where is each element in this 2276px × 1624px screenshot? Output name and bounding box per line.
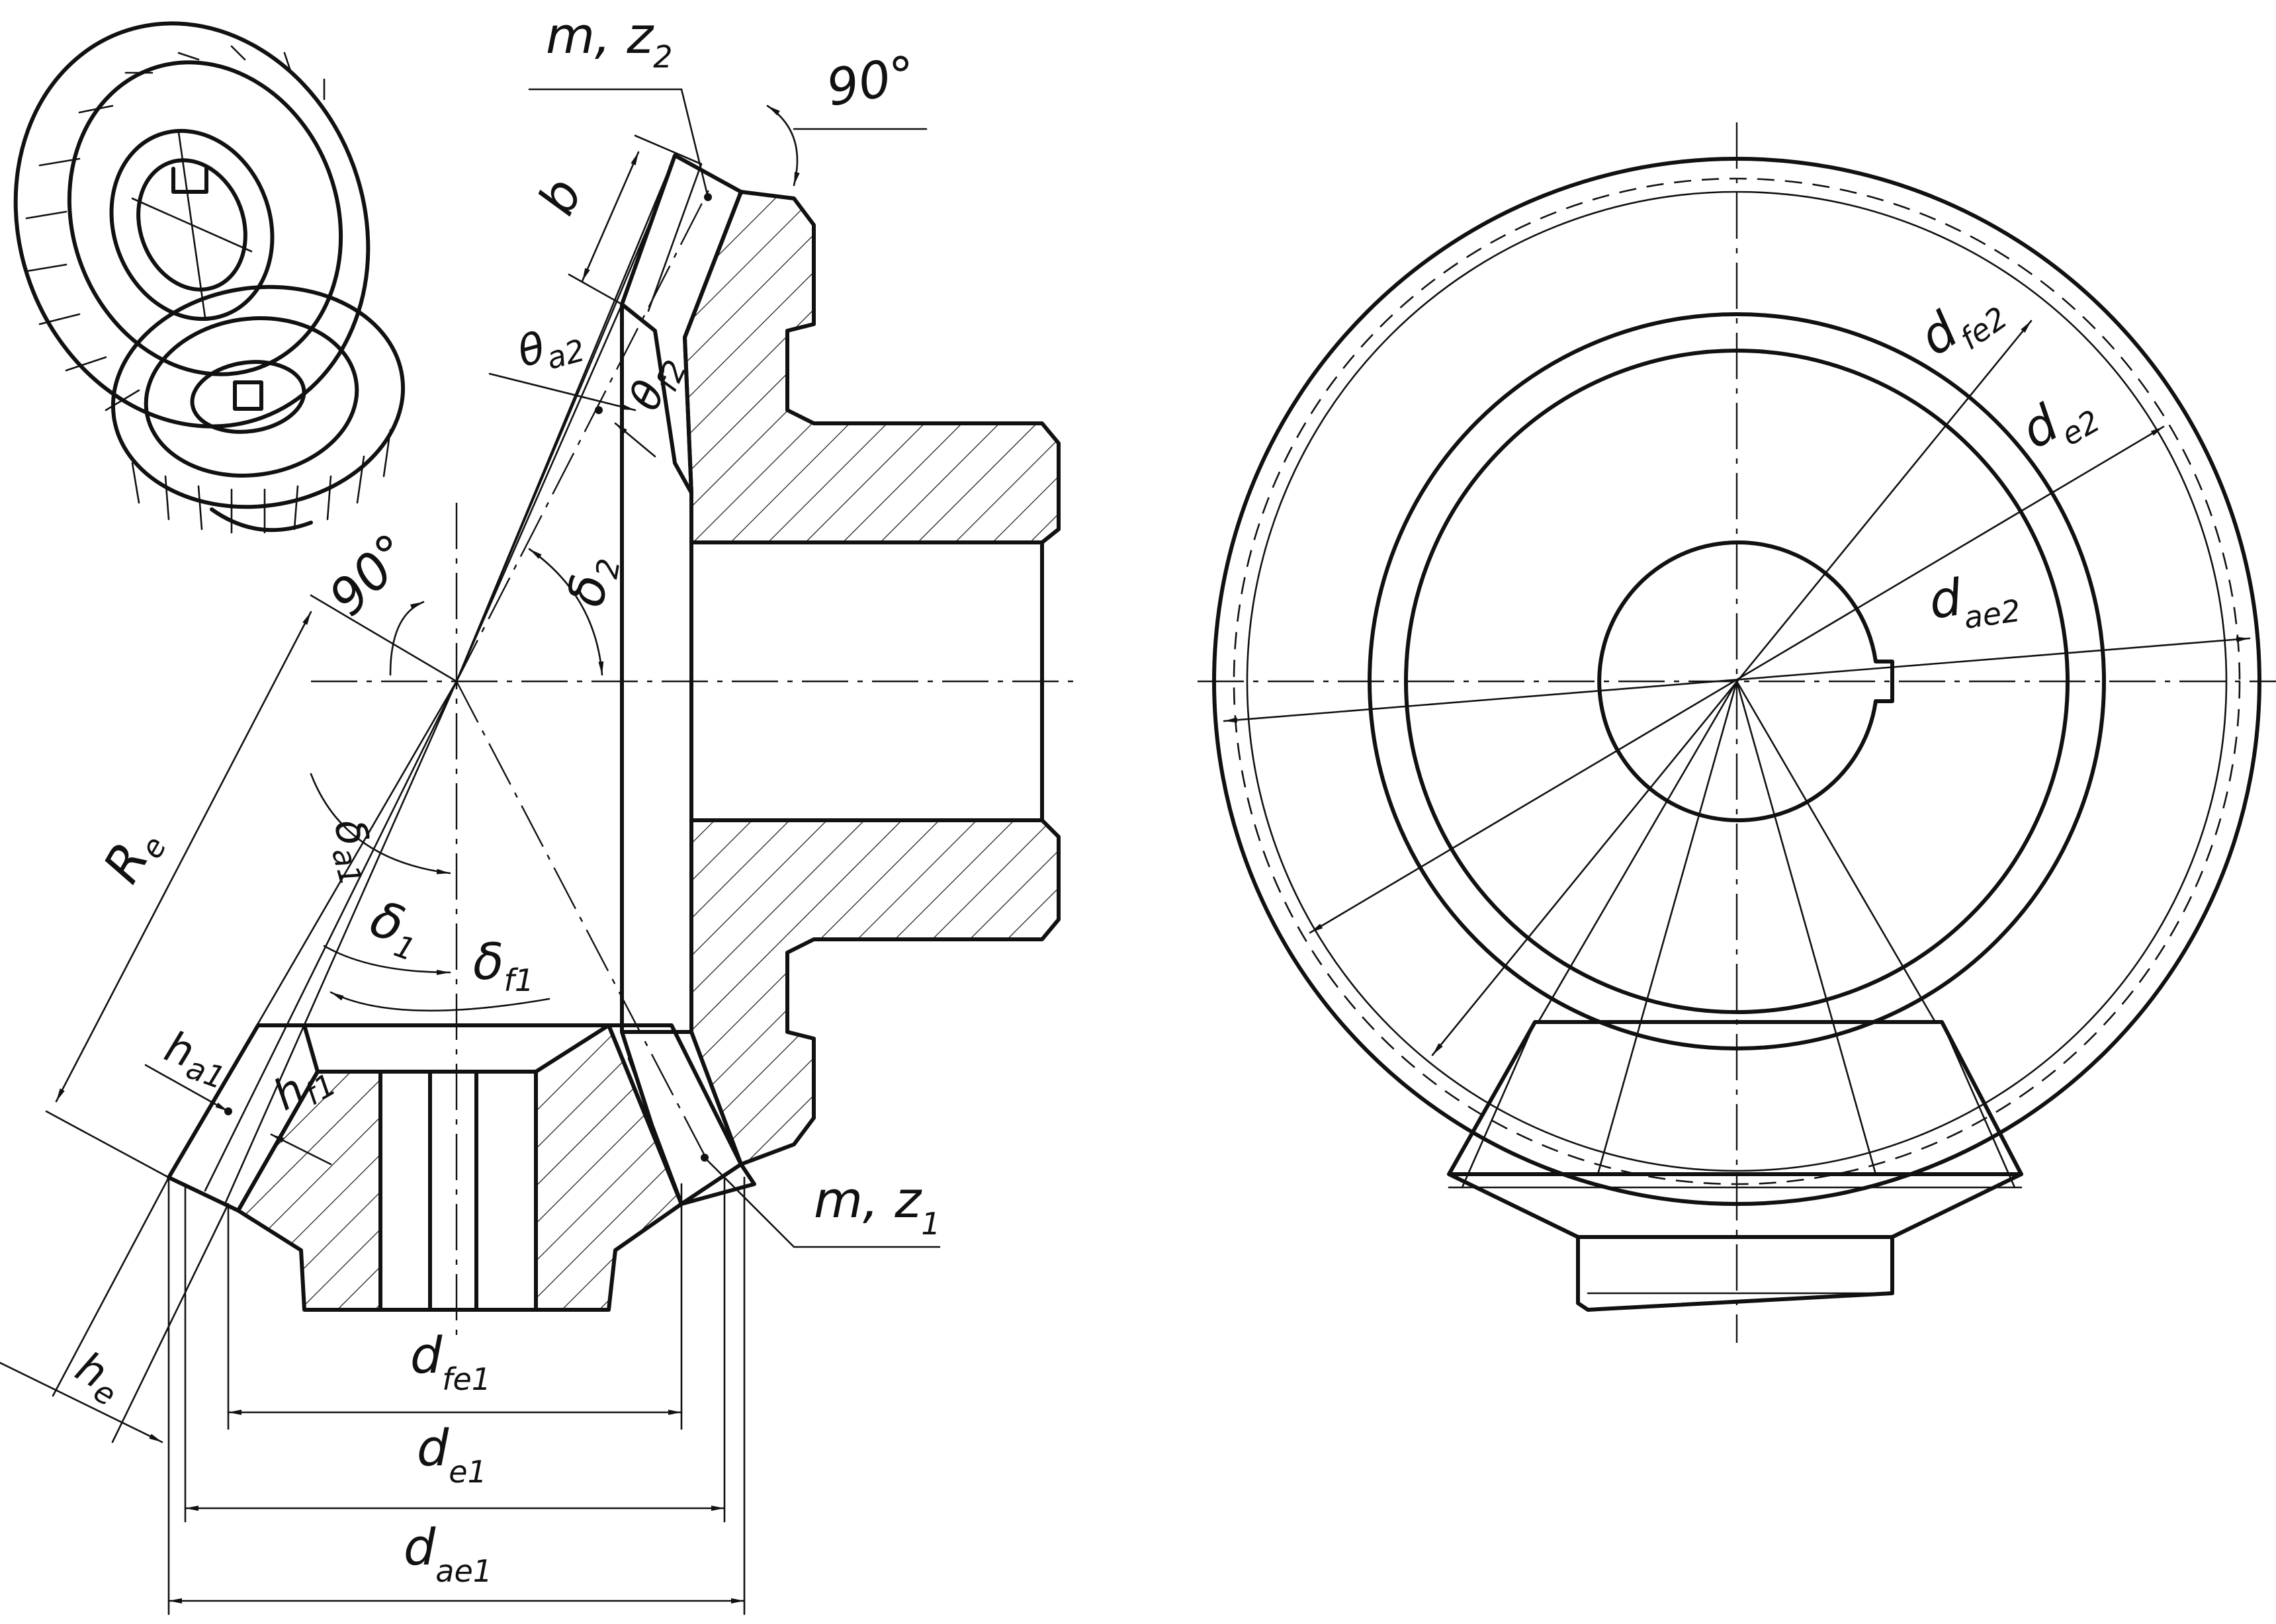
extension-lines xyxy=(167,1176,746,1615)
pitch-cone-line-2 xyxy=(455,185,713,682)
label-m-z1: m, z1 xyxy=(814,1170,941,1242)
dim-line-re xyxy=(55,611,312,1103)
arc-90-top xyxy=(766,105,800,187)
pitch-cone-line-1 xyxy=(455,681,711,1165)
label-delta-1: δ1 xyxy=(361,888,430,968)
gear2-hub-upper xyxy=(683,190,1061,544)
pitch-point-cone xyxy=(595,406,603,414)
gear-pair-sketch xyxy=(13,21,406,534)
dim-line-dae2 xyxy=(1223,636,2251,723)
label-d-ae1: dae1 xyxy=(404,1517,492,1589)
label-delta-2: δ2 xyxy=(556,551,627,611)
pinion-side-hub xyxy=(1576,1235,1894,1312)
label-angle-90-left: 90° xyxy=(318,523,422,627)
label-d-fe1: dfe1 xyxy=(410,1326,491,1397)
leader-theta-a2 xyxy=(488,372,636,411)
leader-m-z1 xyxy=(703,1156,941,1248)
label-d-fe2: dfe2 xyxy=(1908,273,2014,375)
dim-line-b xyxy=(581,151,640,282)
dim-line-he xyxy=(0,1361,163,1443)
dim-line-hf1 xyxy=(270,1133,332,1166)
gear2-bore xyxy=(689,540,1044,822)
pitch-point-gear1 xyxy=(224,1107,232,1115)
arc-delta-2 xyxy=(528,548,604,676)
gear2-hub-lower xyxy=(689,818,1061,1166)
large-bevel-gear-sketch xyxy=(13,21,371,429)
label-d-e1: de1 xyxy=(417,1418,487,1490)
label-delta-f1: δf1 xyxy=(473,932,534,998)
side-view xyxy=(1198,122,2276,1343)
leader-theta-f2 xyxy=(614,422,656,458)
leader-m-z2 xyxy=(528,88,709,198)
label-d-ae2: dae2 xyxy=(1925,560,2023,640)
section-view xyxy=(0,88,1078,1615)
arc-delta-f1 xyxy=(329,991,550,1012)
label-r-e: Re xyxy=(92,816,174,894)
arc-90-left xyxy=(389,601,425,676)
arc-delta-1 xyxy=(323,945,451,975)
pinion-side-outline xyxy=(1447,1020,2023,1176)
small-bevel-gear-sketch xyxy=(110,284,406,534)
labels: m, z2 90° b θa2 θf2 δ2 90° Re δa1 δ1 δf1… xyxy=(67,6,2106,1589)
gear1-bore xyxy=(378,1070,538,1312)
label-theta-a2: θa2 xyxy=(513,314,589,383)
gear2-tooth-top xyxy=(620,153,743,495)
label-b: b xyxy=(527,169,593,223)
label-angle-90-top: 90° xyxy=(822,44,920,118)
gear2-tip-circle xyxy=(1212,157,2261,1206)
dim-line-ha1 xyxy=(144,1064,230,1113)
arc-delta-a1 xyxy=(310,773,451,875)
label-m-z2: m, z2 xyxy=(546,6,673,75)
